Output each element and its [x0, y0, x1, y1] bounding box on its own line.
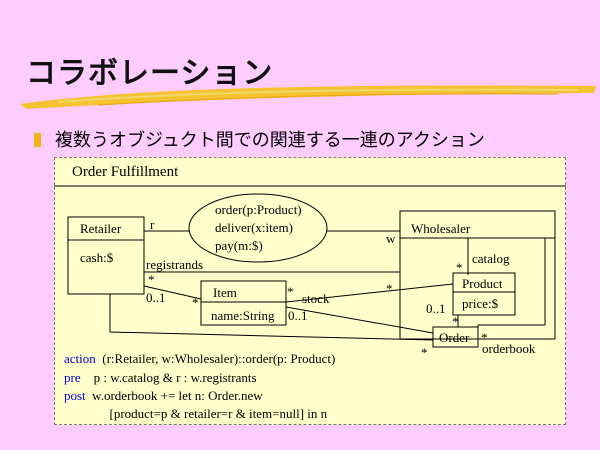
product-name: Product: [462, 276, 503, 291]
retailer-name: Retailer: [80, 221, 122, 236]
retailer-attr: cash:$: [80, 250, 114, 265]
label-star-item-right: *: [287, 284, 294, 299]
label-r: r: [150, 217, 155, 232]
order-class-box: Order: [432, 326, 479, 348]
bullet-text: 複数うオブジュクト間での関連する一連のアクション: [55, 130, 485, 151]
message-order: order(p:Product): [215, 202, 302, 217]
yellow-brush-stroke: [20, 85, 596, 109]
label-star-order-right: *: [481, 330, 488, 345]
label-star-order-top: *: [452, 314, 459, 329]
spec-action-keyword: action: [64, 351, 96, 366]
label-mult-product: 0..1: [426, 301, 446, 316]
messages-ellipse: [188, 193, 328, 263]
spec-pre-line: pre p : w.catalog & r : w.registrants: [64, 370, 257, 386]
message-deliver: deliver(x:item): [215, 220, 293, 235]
bullet-marker: [34, 133, 41, 147]
label-orderbook: orderbook: [482, 341, 536, 356]
wholesaler-class-box: Wholesaler: [399, 210, 556, 340]
spec-post-continuation: [product=p & retailer=r & item=null] in …: [64, 406, 328, 421]
spec-pre-text: p : w.catalog & r : w.registrants: [80, 370, 257, 385]
spec-post-text: w.orderbook += let n: Order.new: [85, 388, 263, 403]
spec-post-keyword: post: [64, 388, 86, 403]
spec-action-line: action (r:Retailer, w:Wholesaler)::order…: [64, 351, 335, 367]
label-mult-item-stock: 0..1: [288, 308, 308, 323]
retailer-class-box: Retailer cash:$: [67, 216, 145, 295]
label-star-product: *: [386, 281, 393, 296]
item-name: Item: [213, 285, 237, 300]
product-class-box: Product price:$: [452, 272, 516, 316]
label-w: w: [386, 231, 396, 246]
wholesaler-name: Wholesaler: [411, 221, 471, 236]
panel-title: Order Fulfillment: [72, 164, 179, 180]
item-class-box: Item name:String: [200, 280, 287, 326]
label-registrands: registrands: [146, 257, 203, 272]
spec-pre-keyword: pre: [64, 370, 81, 385]
label-mult-retailer-item: 0..1: [146, 290, 166, 305]
label-star-item-left: *: [192, 295, 199, 310]
item-attr: name:String: [211, 308, 275, 323]
label-star-order-left: *: [421, 345, 428, 360]
label-catalog: catalog: [472, 251, 510, 266]
label-star-retailer: *: [148, 272, 155, 287]
slide-title: コラボレーション: [26, 56, 274, 91]
label-star-catalog: *: [456, 260, 463, 275]
message-pay: pay(m:$): [215, 238, 263, 253]
spec-action-text: (r:Retailer, w:Wholesaler)::order(p: Pro…: [95, 351, 336, 366]
spec-post-line: post w.orderbook += let n: Order.new: [64, 388, 263, 404]
diagram-panel: [54, 157, 566, 425]
order-name: Order: [439, 330, 470, 345]
product-attr: price:$: [462, 296, 499, 311]
